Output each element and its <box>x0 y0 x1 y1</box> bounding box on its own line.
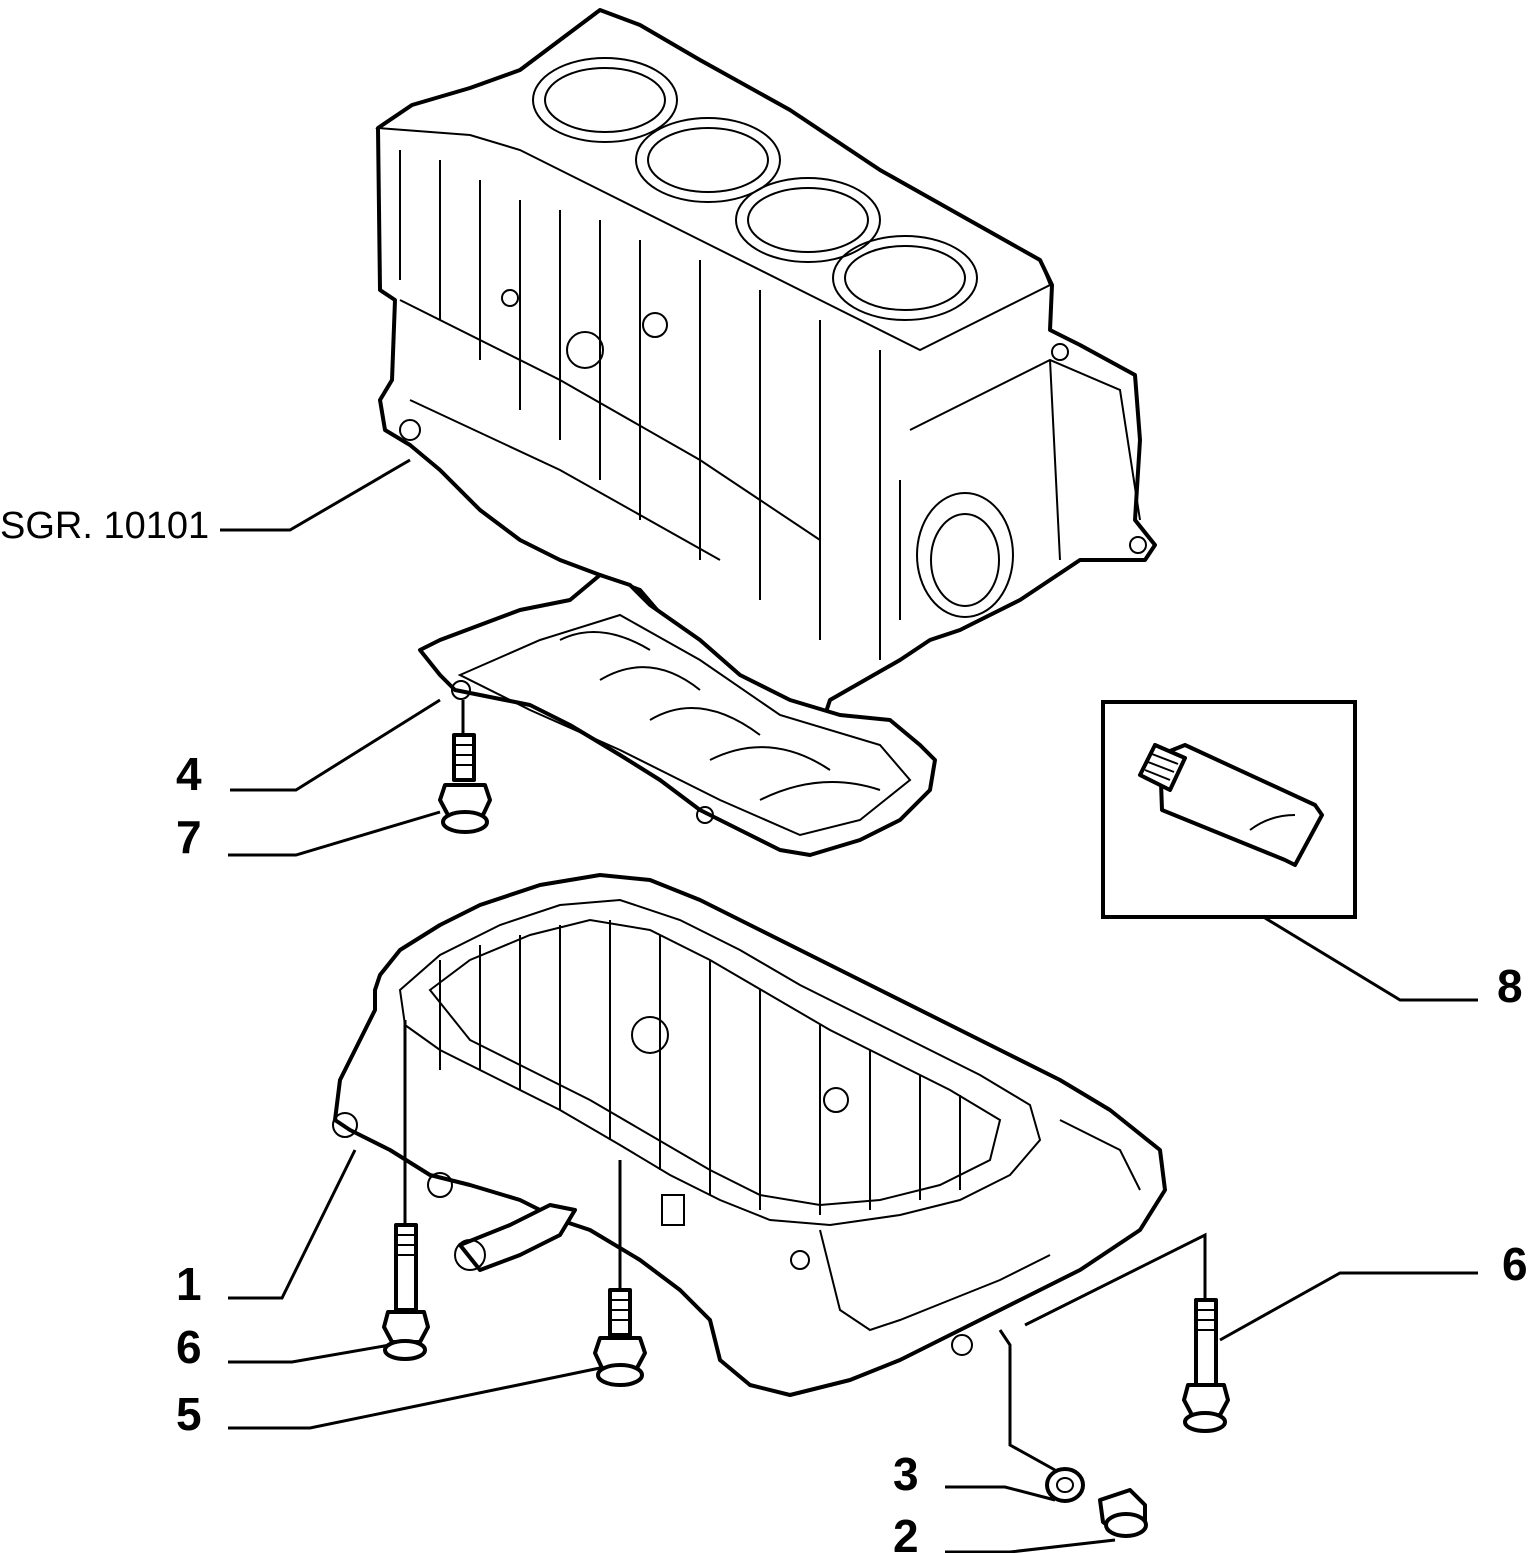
callout-6-left: 6 <box>176 1321 391 1373</box>
callout-1: 1 <box>176 1149 357 1310</box>
callout-label: 1 <box>176 1258 202 1310</box>
callout-4: 4 <box>176 698 441 800</box>
callout-label: 4 <box>176 748 202 800</box>
callout-3: 3 <box>893 1448 1056 1502</box>
callout-5: 5 <box>176 1366 601 1440</box>
oil-sump <box>332 873 1167 1397</box>
sealant-tube <box>1101 700 1357 919</box>
callout-label: 2 <box>893 1510 919 1553</box>
callout-7: 7 <box>176 810 441 863</box>
washer-3 <box>998 1329 1085 1503</box>
callout-6-right: 6 <box>1219 1238 1528 1342</box>
callout-8: 8 <box>1264 916 1523 1012</box>
engine-block <box>375 8 1157 732</box>
callout-label: 3 <box>893 1448 919 1500</box>
bolt-7 <box>438 700 492 834</box>
bolt-5 <box>593 1160 647 1387</box>
oil-pan-gasket <box>418 573 937 857</box>
callout-label: 5 <box>176 1388 202 1440</box>
callout-label: 6 <box>1502 1238 1528 1290</box>
bolt-6-right <box>1024 1232 1230 1433</box>
drain-plug-2 <box>1098 1488 1148 1538</box>
callout-label: 6 <box>176 1321 202 1373</box>
callout-label: 7 <box>176 811 202 863</box>
bolt-6-left <box>382 1020 430 1361</box>
callout-2: 2 <box>893 1510 1116 1553</box>
callout-label: 8 <box>1497 960 1523 1012</box>
reference-label: SGR. 10101 <box>0 505 209 547</box>
callout-sgr-10101: SGR. 10101 <box>0 458 411 547</box>
